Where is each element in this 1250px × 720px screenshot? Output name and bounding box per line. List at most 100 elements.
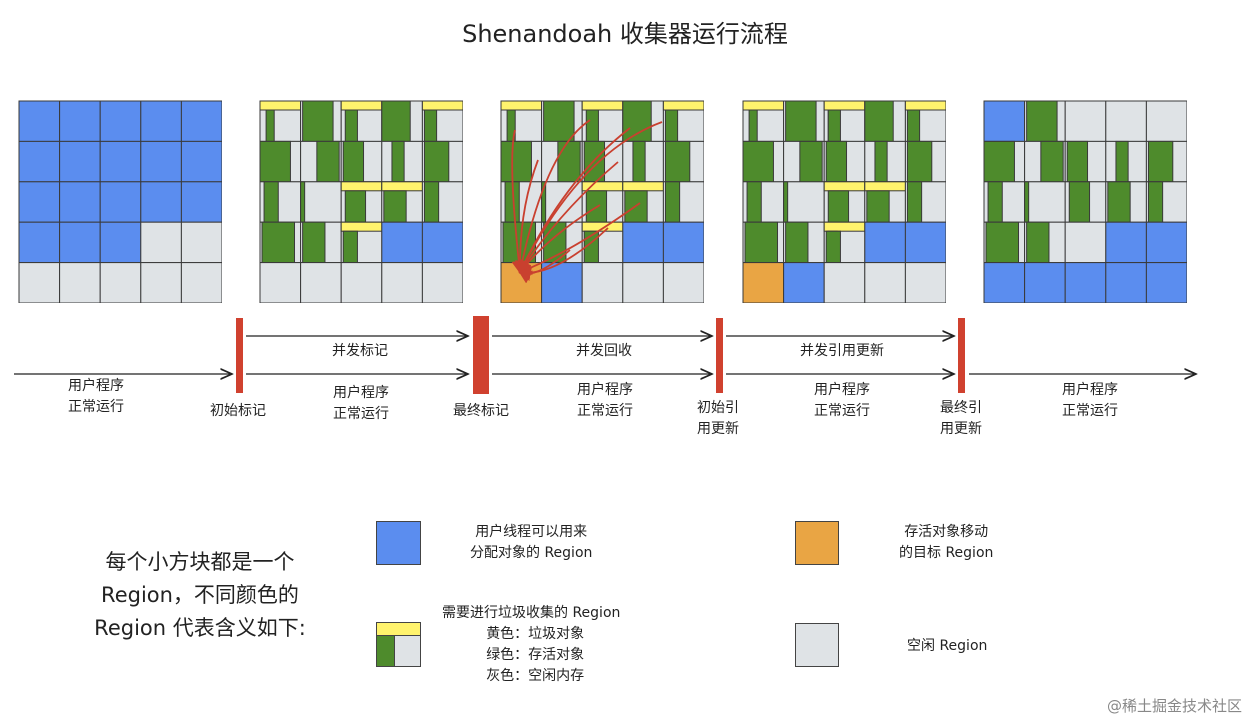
region-empty [421, 262, 463, 303]
region-grid-4 [742, 100, 946, 303]
pause-bar-init-mark [236, 318, 243, 393]
garbage-mark [500, 100, 543, 111]
live-object [825, 230, 841, 264]
region-empty [140, 221, 182, 264]
pause-bar-init-update [716, 318, 723, 393]
live-object [785, 100, 817, 142]
live-object [1026, 100, 1058, 142]
evacuation-arrow [518, 227, 609, 281]
pause-final-update-refs: 最终引用更新 [940, 400, 982, 437]
garbage-mark [622, 181, 664, 192]
region-blue [18, 100, 61, 142]
region-blue [59, 140, 101, 183]
live-object [906, 181, 923, 223]
region-blue [983, 100, 1026, 142]
live-object [381, 100, 411, 142]
region-empty [340, 262, 383, 303]
region-blue [983, 262, 1026, 303]
live-object [391, 140, 405, 183]
user-running-1: 用户程序正常运行 [68, 378, 124, 415]
pause-init-update-refs: 初始引用更新 [697, 400, 739, 437]
region-empty [18, 262, 61, 303]
region-empty [823, 262, 866, 303]
region-blue [1105, 262, 1147, 303]
phase-concurrent-update-refs: 并发引用更新 [800, 343, 884, 359]
live-object [1147, 181, 1164, 223]
region-blue [783, 262, 825, 303]
region-blue [59, 181, 101, 223]
region-blue [1145, 221, 1187, 264]
region-empty [180, 221, 222, 264]
live-object [664, 181, 681, 223]
region-grid-5 [983, 100, 1187, 303]
watermark: @稀土掘金技术社区 [1106, 697, 1242, 715]
evacuation-arrow [518, 121, 663, 274]
region-empty [381, 262, 423, 303]
region-grid-3 [500, 100, 704, 303]
region-blue [99, 100, 142, 142]
live-object [423, 109, 438, 142]
live-object [744, 221, 779, 264]
live-object [664, 109, 679, 142]
live-object [742, 140, 774, 183]
region-blue [904, 221, 946, 264]
live-object [263, 181, 279, 223]
live-object [423, 181, 440, 223]
legend-text-orange: 存活对象移动的目标 Region [899, 524, 994, 561]
pause-init-mark: 初始标记 [210, 403, 266, 419]
live-object [344, 190, 367, 223]
region-empty [1064, 221, 1107, 264]
region-empty [622, 262, 664, 303]
live-object [342, 140, 365, 183]
region-blue [99, 181, 142, 223]
live-object [783, 181, 789, 223]
region-blue [864, 221, 906, 264]
region-blue [1145, 262, 1187, 303]
timeline [14, 316, 1250, 394]
region-grid-2 [259, 100, 463, 303]
live-object [500, 140, 532, 183]
live-object [543, 100, 575, 142]
region-mixed [1024, 181, 1066, 223]
live-object [383, 190, 407, 223]
region-orange [742, 262, 785, 303]
region-blue [140, 140, 182, 183]
legend-swatch-mixed [376, 622, 421, 667]
region-blue [140, 100, 182, 142]
region-blue [180, 140, 222, 183]
live-object [748, 109, 758, 142]
live-object [906, 109, 921, 142]
region-empty [1064, 100, 1107, 142]
live-object [785, 221, 809, 264]
garbage-mark [742, 100, 785, 111]
garbage-mark [340, 221, 383, 232]
live-object [1024, 181, 1030, 223]
region-empty [1105, 100, 1147, 142]
pause-final-mark: 最终标记 [453, 403, 509, 419]
evacuation-arrow [519, 161, 619, 274]
region-blue [1105, 221, 1147, 264]
live-object [632, 140, 646, 183]
region-blue [18, 181, 61, 223]
garbage-mark [823, 221, 866, 232]
legend-heading: 每个小方块都是一个 Region，不同颜色的 Region 代表含义如下: [94, 550, 306, 640]
region-empty [300, 262, 342, 303]
live-object [864, 100, 894, 142]
phase-concurrent-evacuation: 并发回收 [576, 343, 632, 359]
phase-concurrent-mark: 并发标记 [332, 343, 388, 359]
region-empty [864, 262, 906, 303]
live-object [799, 140, 823, 183]
region-blue [59, 221, 101, 264]
region-blue [1024, 262, 1066, 303]
live-object [302, 221, 326, 264]
region-blue [140, 181, 182, 223]
region-empty [140, 262, 182, 303]
live-object [827, 190, 850, 223]
live-object [1107, 181, 1131, 223]
live-object [983, 140, 1015, 183]
region-empty [259, 262, 302, 303]
region-blue [180, 100, 222, 142]
pause-bar-final-update [958, 318, 965, 393]
garbage-mark [904, 100, 946, 111]
live-object [906, 140, 933, 183]
